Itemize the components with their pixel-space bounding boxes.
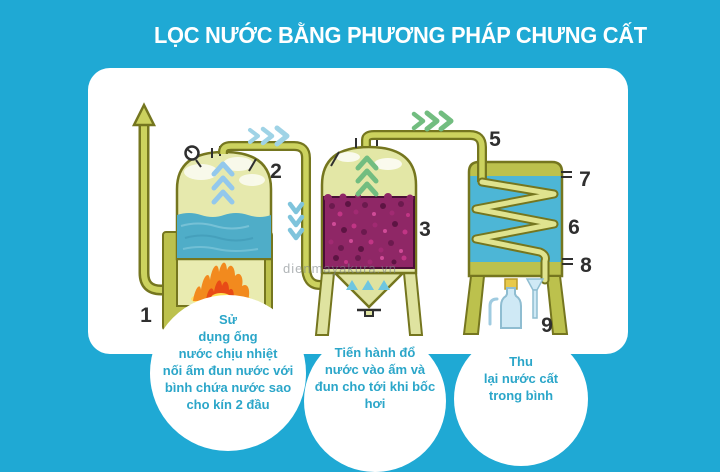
step-bubble-3: Thu lại nước cất trong bình bbox=[454, 332, 588, 466]
boiler-outlet-pipe bbox=[218, 141, 329, 290]
step-bubble-1: Sử dụng ống nước chịu nhiệt nối ấm đun n… bbox=[150, 295, 306, 451]
marker-8: 8 bbox=[580, 254, 592, 277]
vapor-pipe bbox=[361, 130, 487, 182]
condensate-arrows-down-icon bbox=[287, 201, 305, 241]
herb-material bbox=[323, 193, 415, 269]
marker-3: 3 bbox=[419, 218, 431, 241]
step-1-text: Sử dụng ống nước chịu nhiệt nối ấm đun n… bbox=[162, 312, 294, 412]
watermark: dienmayakura.vn bbox=[283, 261, 397, 276]
marker-7: 7 bbox=[579, 168, 591, 191]
herb-speckles bbox=[328, 201, 410, 265]
marker-2: 2 bbox=[270, 160, 282, 183]
vapor-arrows-right-green-icon bbox=[411, 110, 454, 132]
marker-1: 1 bbox=[140, 304, 152, 327]
vapor-arrows-up-icon bbox=[355, 155, 379, 197]
steam-cloud-icon bbox=[336, 152, 402, 170]
steam-arrows-up-icon bbox=[211, 161, 235, 205]
marker-6: 6 bbox=[568, 216, 580, 239]
vessel-tick bbox=[330, 151, 340, 167]
step-2-text: Tiến hành đổ nước vào ấm và đun cho tới … bbox=[314, 345, 436, 411]
distillation-diagram: 1 2 3 5 6 7 8 9 dienmayakura.vn bbox=[131, 102, 592, 337]
collection-bottle-icon bbox=[488, 278, 522, 329]
cooling-coil bbox=[471, 177, 559, 285]
page-title: LỌC NƯỚC BẰNG PHƯƠNG PHÁP CHƯNG CẤT bbox=[153, 22, 647, 48]
steam-cloud-icon bbox=[184, 157, 265, 186]
funnel-icon bbox=[525, 278, 545, 319]
pressure-gauge-icon bbox=[184, 145, 202, 168]
drain-valve-icon bbox=[357, 308, 381, 317]
dome-tick bbox=[248, 158, 257, 172]
boiler-vessel bbox=[175, 145, 273, 261]
vapor-arrows-right-icon bbox=[248, 125, 290, 147]
marker-9: 9 bbox=[541, 314, 553, 337]
marker-5: 5 bbox=[489, 128, 501, 151]
up-arrow-icon bbox=[131, 102, 157, 127]
step-3-text: Thu lại nước cất trong bình bbox=[483, 354, 559, 403]
level-dashes bbox=[561, 171, 573, 265]
chimney-pipe bbox=[131, 102, 170, 296]
heat-arrows-up-icon bbox=[346, 280, 390, 290]
step-bubble-2: Tiến hành đổ nước vào ấm và đun cho tới … bbox=[304, 330, 446, 472]
herb-vessel bbox=[314, 136, 424, 336]
